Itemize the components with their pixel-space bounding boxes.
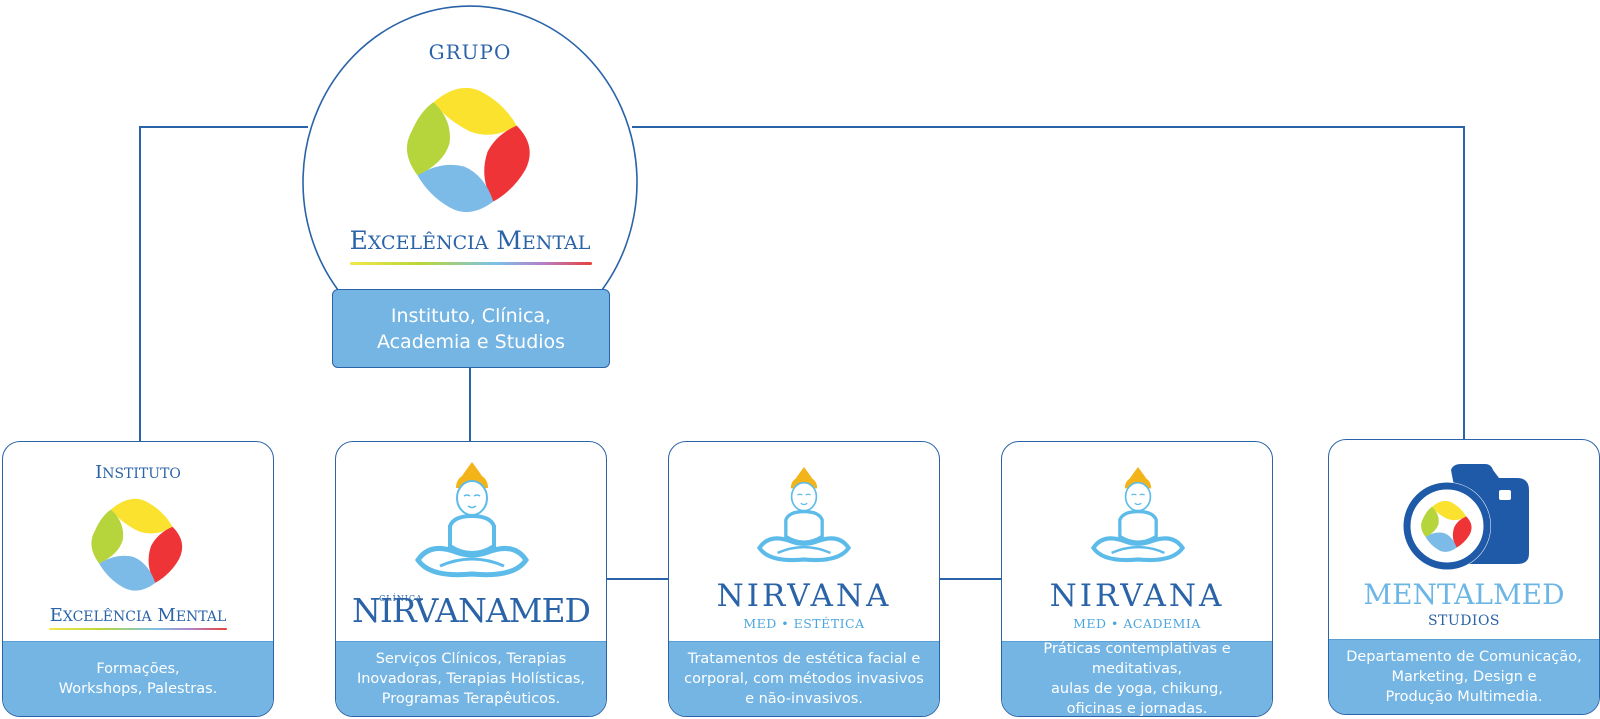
description-line: e não-invasivos. <box>745 691 863 707</box>
description-line: Inovadoras, Terapias Holísticas, <box>356 671 586 687</box>
root-brand-underline <box>350 262 592 265</box>
excelencia-mental-logo-icon <box>91 498 183 591</box>
unit-brand-clinica: NIRVANAMED <box>351 591 591 630</box>
description-line: corporal, com métodos invasivos <box>684 671 924 687</box>
description-line: oficinas e jornadas. <box>1066 701 1208 717</box>
unit-brand-estetica: NIRVANA <box>716 578 892 614</box>
root-node-outline <box>302 5 638 301</box>
root-caption-line-2: Academia e Studios <box>376 330 566 353</box>
unit-brand-initial-2: M <box>157 605 176 626</box>
unit-title-initial: I <box>95 462 103 483</box>
connector-right-drop <box>1463 126 1465 440</box>
root-caption-box: Instituto, Clínica, Academia e Studios <box>332 289 610 368</box>
camera-icon <box>1403 464 1529 570</box>
description-line: Programas Terapêuticos. <box>381 691 561 707</box>
connector-top-left <box>140 126 308 128</box>
connector-center-drop <box>469 366 471 442</box>
unit-card-studios: MENTALMED STUDIOS Departamento de Comuni… <box>1328 439 1600 715</box>
description-line: Workshops, Palestras. <box>58 681 218 697</box>
description-line: Marketing, Design e <box>1391 669 1537 685</box>
root-brand-name: EXCELÊNCIA MENTAL <box>302 226 638 255</box>
unit-card-estetica: NIRVANA MED • ESTÉTICA Tratamentos de es… <box>668 441 940 717</box>
unit-subtitle-studios: STUDIOS <box>1427 613 1501 629</box>
description-line: Serviços Clínicos, Terapias <box>375 651 567 667</box>
unit-title-instituto: INSTITUTO <box>3 462 273 483</box>
unit-title-rest: NSTITUTO <box>102 466 181 482</box>
root-prefix-label: GRUPO <box>428 40 512 64</box>
description-line: Formações, <box>96 661 180 677</box>
unit-subtitle-estetica: MED • ESTÉTICA <box>743 616 865 631</box>
root-caption-line-1: Instituto, Clínica, <box>390 304 552 327</box>
unit-brand-studios: MENTALMED <box>1363 578 1565 611</box>
description-line: aulas de yoga, chikung, <box>1051 681 1223 697</box>
excelencia-mental-logo-icon <box>406 87 530 213</box>
connector-top-right <box>632 126 1465 128</box>
unit-brand-rest-2: ENTAL <box>175 609 227 625</box>
root-brand-initial-1: E <box>349 226 368 255</box>
unit-brand-academia: NIRVANA <box>1049 578 1225 614</box>
unit-description-academia: Práticas contemplativas e meditativas, a… <box>1002 641 1272 716</box>
unit-brand-underline-instituto <box>49 628 227 630</box>
connector-estetica-academia <box>940 578 1002 580</box>
unit-description-instituto: Formações, Workshops, Palestras. <box>3 641 273 716</box>
unit-brand-initial-1: E <box>49 605 63 626</box>
unit-brand-rest-1: XCELÊNCIA <box>62 609 152 625</box>
root-brand-rest-2: ENTAL <box>521 232 591 254</box>
description-line: Tratamentos de estética facial e <box>687 651 921 667</box>
connector-clinica-estetica <box>606 578 668 580</box>
unit-card-clinica: CLÍNICA NIRVANAMED Serviços Clínicos, Te… <box>335 441 607 717</box>
root-brand-rest-1: XCELÊNCIA <box>367 232 489 254</box>
description-line: Produção Multimedia. <box>1385 689 1543 705</box>
unit-pre-label-clinica: CLÍNICA <box>379 594 423 603</box>
unit-subtitle-academia: MED • ACADEMIA <box>1073 616 1201 631</box>
unit-description-studios: Departamento de Comunicação, Marketing, … <box>1329 639 1599 714</box>
unit-brand-instituto: EXCELÊNCIA MENTAL <box>3 605 273 626</box>
unit-description-clinica: Serviços Clínicos, Terapias Inovadoras, … <box>336 641 606 716</box>
root-node-grupo: GRUPO EXCELÊNCIA MENTAL Instituto, Clíni… <box>302 2 638 368</box>
buddha-lotus-icon <box>756 466 852 563</box>
description-line: Departamento de Comunicação, <box>1346 649 1582 665</box>
buddha-lotus-icon <box>1090 466 1186 563</box>
connector-left-drop <box>139 126 141 442</box>
unit-description-estetica: Tratamentos de estética facial e corpora… <box>669 641 939 716</box>
unit-card-academia: NIRVANA MED • ACADEMIA Práticas contempl… <box>1001 441 1273 717</box>
unit-card-instituto: INSTITUTO EXCELÊNCIA MENTAL Formações, W… <box>2 441 274 717</box>
buddha-lotus-icon <box>414 462 530 578</box>
root-brand-initial-2: M <box>496 226 522 255</box>
description-line: Práticas contemplativas e meditativas, <box>1043 641 1231 677</box>
